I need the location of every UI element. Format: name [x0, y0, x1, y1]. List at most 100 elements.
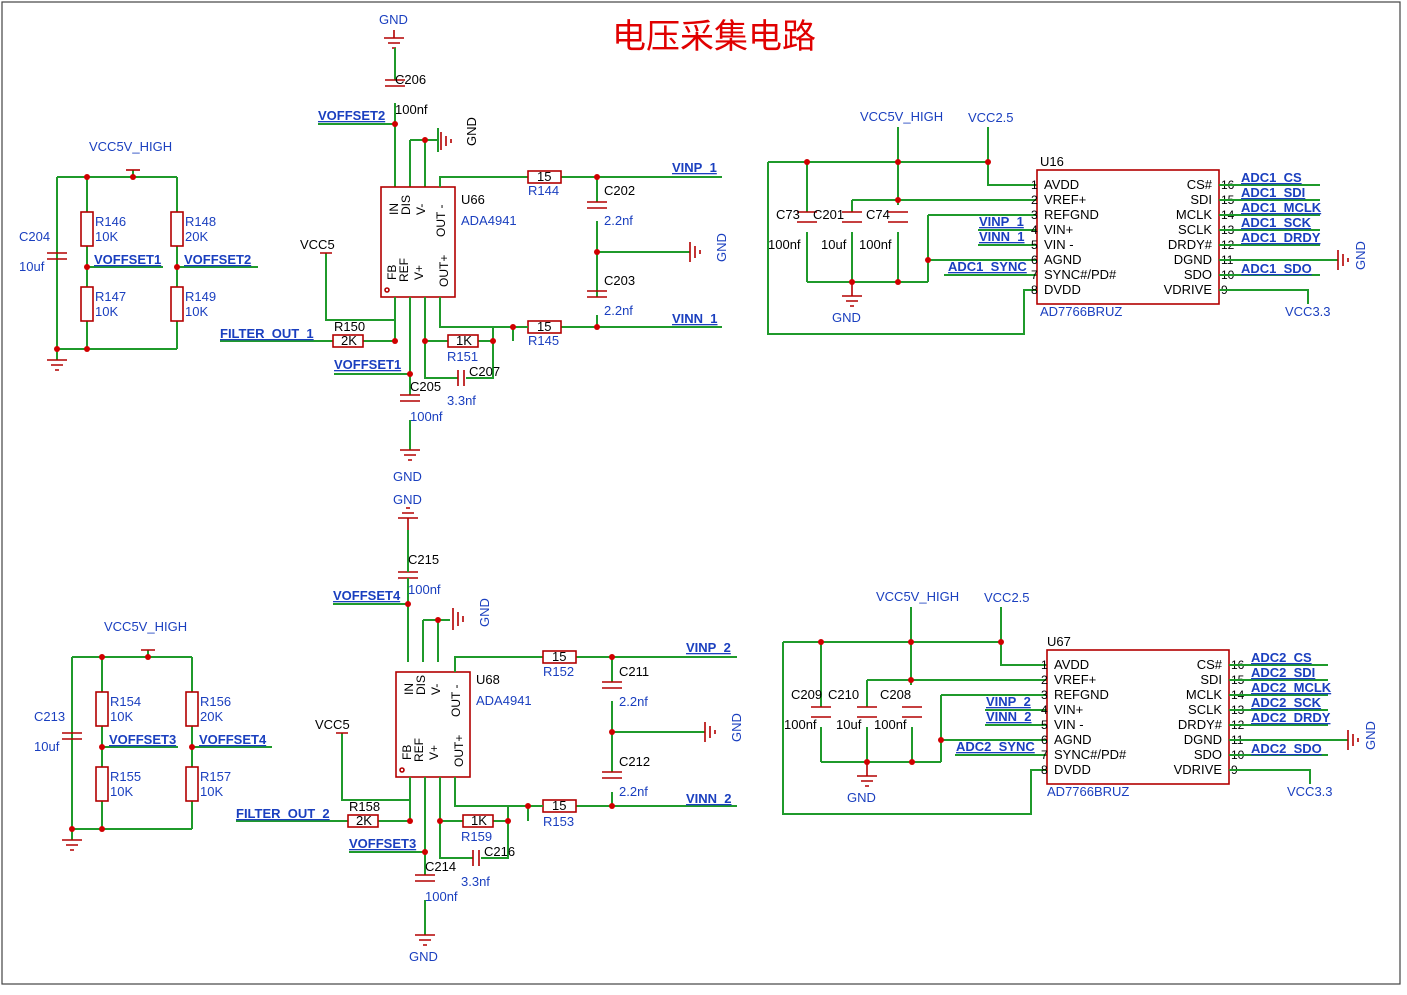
adc-pin-left: SYNC#/PD#: [1044, 267, 1117, 282]
svg-text:10K: 10K: [110, 784, 133, 799]
svg-text:OUT -: OUT -: [434, 205, 448, 237]
svg-text:2.2nf: 2.2nf: [604, 303, 633, 318]
svg-text:VINP_1: VINP_1: [979, 214, 1024, 229]
svg-text:10uf: 10uf: [34, 739, 60, 754]
adc-pin-right: DGND: [1184, 732, 1222, 747]
svg-text:OUT+: OUT+: [452, 735, 466, 767]
svg-text:R146: R146: [95, 214, 126, 229]
svg-text:V+: V+: [412, 265, 426, 280]
adc-output-net-label: ADC2_MCLK: [1251, 680, 1332, 695]
adc-pin-right: VDRIVE: [1174, 762, 1223, 777]
svg-text:GND: GND: [832, 310, 861, 325]
svg-text:VINP_2: VINP_2: [986, 694, 1031, 709]
adc-pin-right: SCLK: [1178, 222, 1212, 237]
svg-text:GND: GND: [409, 949, 438, 964]
adc-pin-right: CS#: [1187, 177, 1213, 192]
ada4941-u68: [395, 671, 471, 778]
vinp1-net-label: VINP_1: [672, 160, 717, 175]
svg-text:AD7766BRUZ: AD7766BRUZ: [1047, 784, 1129, 799]
svg-text:VCC5V_HIGH: VCC5V_HIGH: [876, 589, 959, 604]
adc-pin-right: SDI: [1200, 672, 1222, 687]
adc-pin-left: REFGND: [1044, 207, 1099, 222]
svg-text:GND: GND: [379, 12, 408, 27]
voffset2-ref-label: VOFFSET2: [318, 108, 385, 123]
svg-text:100nf: 100nf: [768, 237, 801, 252]
adc-pin-left: AGND: [1054, 732, 1092, 747]
svg-text:1K: 1K: [471, 813, 487, 828]
svg-text:IN: IN: [387, 203, 401, 215]
adc-pin-num: 4: [1041, 703, 1048, 717]
adc-pin-left: REFGND: [1054, 687, 1109, 702]
svg-text:3.3nf: 3.3nf: [461, 874, 490, 889]
svg-text:R147: R147: [95, 289, 126, 304]
svg-text:C201: C201: [813, 207, 844, 222]
svg-text:C209: C209: [791, 687, 822, 702]
adc-pin-num: 3: [1041, 688, 1048, 702]
svg-text:R153: R153: [543, 814, 574, 829]
svg-text:R152: R152: [543, 664, 574, 679]
adc-pin-right: DRDY#: [1168, 237, 1213, 252]
adc-pin-left: DVDD: [1054, 762, 1091, 777]
svg-text:VOFFSET4: VOFFSET4: [333, 588, 401, 603]
adc-pin-num: 7: [1041, 748, 1048, 762]
svg-text:GND: GND: [477, 598, 492, 627]
ada4941-u66: [380, 186, 456, 298]
svg-text:R154: R154: [110, 694, 141, 709]
svg-text:10K: 10K: [185, 304, 208, 319]
adc-pin-right: CS#: [1197, 657, 1223, 672]
filter-out-1-label: FILTER_OUT_1: [220, 326, 314, 341]
adc-pin-num: 3: [1031, 208, 1038, 222]
svg-text:VCC5: VCC5: [300, 237, 335, 252]
schematic-title: 电压采集电路: [612, 17, 816, 57]
svg-text:R158: R158: [349, 799, 380, 814]
adc-pin-right: DRDY#: [1178, 717, 1223, 732]
u66-ref: U66: [461, 192, 485, 207]
svg-text:VCC5: VCC5: [315, 717, 350, 732]
svg-text:10K: 10K: [95, 229, 118, 244]
vinn1-net-label: VINN_1: [672, 311, 718, 326]
adc-output-net-label: ADC2_DRDY: [1251, 710, 1331, 725]
svg-text:10K: 10K: [95, 304, 118, 319]
svg-text:2K: 2K: [341, 333, 357, 348]
svg-text:C205: C205: [410, 379, 441, 394]
svg-text:GND: GND: [1353, 241, 1368, 270]
adc-output-net-label: ADC2_SCK: [1251, 695, 1322, 710]
voffset2-net-label: VOFFSET2: [184, 252, 251, 267]
svg-text:VINN_2: VINN_2: [686, 791, 732, 806]
adc-output-net-label: ADC1_DRDY: [1241, 230, 1321, 245]
svg-text:C215: C215: [408, 552, 439, 567]
svg-text:DIS: DIS: [399, 195, 413, 215]
svg-text:VCC5V_HIGH: VCC5V_HIGH: [860, 109, 943, 124]
svg-text:10K: 10K: [200, 784, 223, 799]
svg-text:IN: IN: [402, 683, 416, 695]
svg-text:100nf: 100nf: [425, 889, 458, 904]
svg-text:R148: R148: [185, 214, 216, 229]
adc-pin-left: VREF+: [1054, 672, 1096, 687]
adc-output-net-label: ADC1_SCK: [1241, 215, 1312, 230]
svg-text:R150: R150: [334, 319, 365, 334]
adc-pin-num: 6: [1041, 733, 1048, 747]
svg-text:15: 15: [537, 319, 551, 334]
svg-text:GND: GND: [847, 790, 876, 805]
svg-text:2.2nf: 2.2nf: [604, 213, 633, 228]
adc-output-net-label: ADC2_SDI: [1251, 665, 1315, 680]
svg-text:C211: C211: [619, 664, 649, 679]
svg-text:10uf: 10uf: [19, 259, 45, 274]
adc-pin-num: 8: [1041, 763, 1048, 777]
svg-text:GND: GND: [729, 713, 744, 742]
svg-text:VCC3.3: VCC3.3: [1287, 784, 1333, 799]
svg-text:VCC5V_HIGH: VCC5V_HIGH: [104, 619, 187, 634]
svg-text:VINN_1: VINN_1: [979, 229, 1025, 244]
adc-pin-left: VREF+: [1044, 192, 1086, 207]
adc-pin-right: SDO: [1184, 267, 1212, 282]
svg-text:V-: V-: [429, 684, 443, 695]
vcc5v-high-label: VCC5V_HIGH: [89, 139, 172, 154]
svg-text:15: 15: [552, 798, 566, 813]
adc-pin-right: MCLK: [1186, 687, 1222, 702]
ad7766-u67: [1046, 649, 1230, 785]
adc-output-net-label: ADC2_CS: [1251, 650, 1312, 665]
